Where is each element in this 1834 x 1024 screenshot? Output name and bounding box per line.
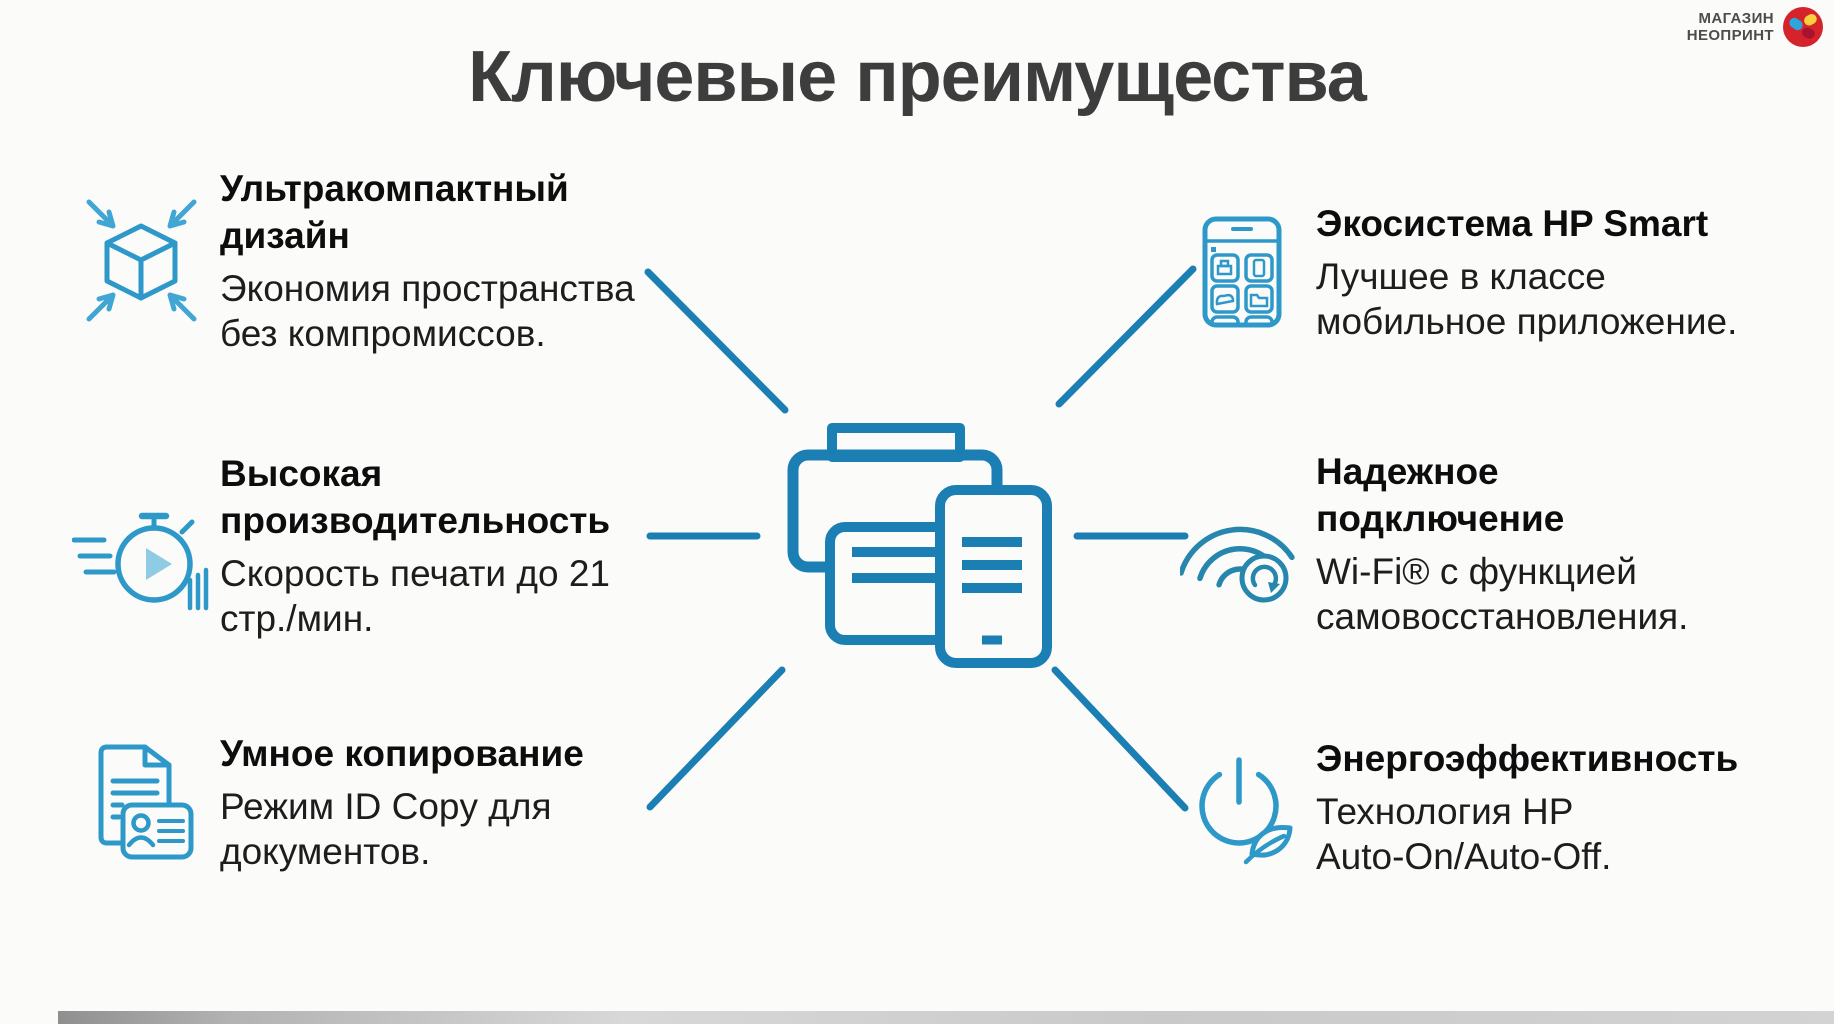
feature-desc: Технология HP Auto-On/Auto-Off. [1316, 791, 1612, 877]
page-title: Ключевые преимущества [468, 37, 1367, 117]
shrink-cube-icon [72, 188, 210, 333]
feature-hp-smart: Экосистема HP Smart Лучшее в классе моби… [1178, 200, 1796, 344]
feature-energy-efficiency: Энергоэффективность Технология HP Auto-O… [1178, 735, 1796, 879]
feature-desc: Экономия пространства без компромиссов. [220, 268, 635, 354]
feature-desc: Лучшее в классе мобильное приложение. [1316, 256, 1738, 342]
power-leaf-icon [1178, 748, 1306, 866]
feature-title: Экосистема HP Smart [1316, 203, 1709, 244]
brand-name: МАГАЗИН НЕОПРИНТ [1686, 10, 1774, 44]
neoprint-pinwheel-icon [1782, 6, 1824, 48]
printer-phone-icon [787, 423, 1052, 668]
feature-connectivity: Надежное подключение Wi-Fi® с функцией с… [1178, 448, 1796, 639]
bottom-strip [58, 1011, 1834, 1024]
id-copy-icon [72, 741, 210, 863]
feature-title: Ультракомпактный дизайн [220, 168, 569, 256]
feature-desc: Скорость печати до 21 стр./мин. [220, 553, 610, 639]
feature-title: Умное копирование [220, 733, 584, 774]
feature-title: Высокая производительность [220, 453, 611, 541]
feature-desc: Wi-Fi® с функцией самовосстановления. [1316, 551, 1689, 637]
feature-smart-copy: Умное копирование Режим ID Copy для доку… [72, 730, 700, 874]
feature-title: Надежное подключение [1316, 451, 1565, 539]
feature-title: Энергоэффективность [1316, 738, 1739, 779]
brand: МАГАЗИН НЕОПРИНТ [1687, 6, 1824, 48]
feature-performance: Высокая производительность Скорость печа… [72, 450, 700, 641]
smartphone-apps-icon [1178, 216, 1306, 328]
feature-compact-design: Ультракомпактный дизайн Экономия простра… [72, 165, 700, 356]
stopwatch-icon [72, 478, 210, 613]
feature-desc: Режим ID Copy для документов. [220, 786, 552, 872]
wifi-selfheal-icon [1178, 481, 1306, 606]
